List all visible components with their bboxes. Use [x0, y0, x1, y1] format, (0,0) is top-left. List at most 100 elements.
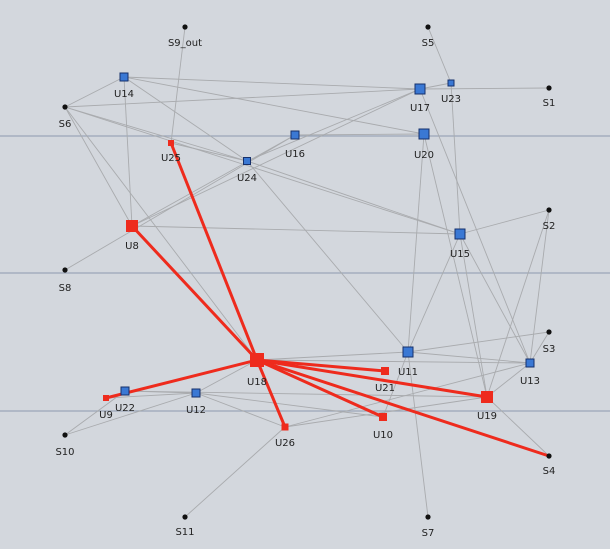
edge-u12-u18 — [195, 359, 258, 394]
node-label-u10: U10 — [373, 430, 393, 441]
edge-u13-u26 — [284, 362, 531, 428]
node-s8[interactable] — [62, 267, 68, 273]
node-s10[interactable] — [62, 432, 68, 438]
edge-u12-s10 — [64, 392, 197, 436]
node-label-s10: S10 — [55, 447, 74, 458]
node-s11[interactable] — [182, 514, 188, 520]
node-label-u20: U20 — [414, 150, 434, 161]
node-label-u16: U16 — [285, 149, 305, 160]
edge-u15-u11 — [407, 233, 461, 353]
edge-u15-u19 — [459, 233, 488, 398]
node-u9[interactable] — [103, 395, 109, 401]
node-label-u9: U9 — [99, 410, 113, 421]
node-label-s2: S2 — [543, 221, 556, 232]
edge-u16-u20 — [294, 133, 425, 136]
node-s6[interactable] — [62, 104, 68, 110]
node-label-s1: S1 — [543, 98, 556, 109]
node-label-u17: U17 — [410, 103, 430, 114]
edge-u12-u10 — [195, 392, 384, 418]
node-u10[interactable] — [379, 413, 387, 421]
edge-u11-u18 — [256, 351, 409, 361]
highlight-edge-u18-u26 — [255, 358, 287, 429]
node-u11[interactable] — [402, 346, 414, 358]
node-u24[interactable] — [243, 157, 251, 165]
edge-s6-u17 — [64, 88, 421, 108]
edge-u26-u19 — [284, 396, 488, 428]
node-label-s11: S11 — [175, 527, 194, 538]
node-u8[interactable] — [126, 220, 138, 232]
node-label-s9_out: S9_out — [168, 38, 202, 49]
node-label-u18: U18 — [247, 377, 267, 388]
node-s2[interactable] — [546, 207, 552, 213]
node-u15[interactable] — [454, 228, 466, 240]
highlight-edge-layer — [104, 141, 551, 458]
edge-s5-u23 — [427, 26, 452, 84]
edge-u14-u24 — [123, 76, 248, 162]
edge-s3-u11 — [407, 331, 550, 353]
node-layer — [62, 24, 552, 520]
edge-u17-u24 — [246, 88, 421, 162]
node-u13[interactable] — [525, 358, 535, 368]
edge-u26-s11 — [184, 426, 286, 518]
node-u20[interactable] — [418, 128, 430, 140]
node-s4[interactable] — [546, 453, 552, 459]
node-label-s7: S7 — [422, 528, 435, 539]
node-label-u26: U26 — [275, 438, 295, 449]
node-label-u11: U11 — [398, 367, 418, 378]
edge-u11-u13 — [407, 351, 531, 364]
edge-s2-u13 — [529, 209, 550, 364]
edge-u19-s4 — [486, 396, 550, 457]
edge-u14-u8 — [123, 76, 133, 227]
node-label-u22: U22 — [115, 403, 135, 414]
node-label-s8: S8 — [59, 283, 72, 294]
node-s5[interactable] — [425, 24, 431, 30]
node-u26[interactable] — [281, 423, 289, 431]
node-u18[interactable] — [250, 353, 264, 367]
node-u12[interactable] — [191, 388, 201, 398]
node-u16[interactable] — [290, 130, 300, 140]
node-label-u21: U21 — [375, 383, 395, 394]
edge-u17-u8 — [131, 88, 421, 227]
edge-u8-u15 — [131, 225, 461, 235]
edge-u14-s6 — [64, 76, 125, 108]
edge-u16-u8 — [131, 134, 296, 227]
edge-s6-u18 — [64, 106, 258, 361]
edge-u18-u13 — [256, 359, 531, 364]
edge-s2-u19 — [486, 209, 550, 398]
node-u21[interactable] — [381, 367, 389, 375]
node-s7[interactable] — [425, 514, 431, 520]
node-label-s4: S4 — [543, 466, 556, 477]
node-u22[interactable] — [120, 386, 130, 396]
edge-u12-u26 — [195, 392, 286, 428]
edge-u13-u19 — [486, 362, 531, 398]
node-label-u23: U23 — [441, 94, 461, 105]
node-u14[interactable] — [119, 72, 129, 82]
node-label-u14: U14 — [114, 89, 134, 100]
edge-u17-u13 — [419, 88, 531, 364]
edge-u15-s2 — [459, 209, 550, 235]
node-label-s3: S3 — [543, 344, 556, 355]
edge-u16-s8 — [64, 134, 296, 271]
node-s9_out[interactable] — [182, 24, 188, 30]
highlight-edge-u18-u19 — [255, 358, 489, 399]
edge-u20-u19 — [423, 133, 488, 398]
edge-u11-u10 — [382, 351, 409, 418]
node-label-u15: U15 — [450, 249, 470, 260]
node-s1[interactable] — [546, 85, 552, 91]
edge-u24-u11 — [246, 160, 409, 353]
edge-u11-s7 — [407, 351, 429, 518]
node-u23[interactable] — [447, 79, 455, 87]
node-u19[interactable] — [481, 391, 493, 403]
node-s3[interactable] — [546, 329, 552, 335]
node-u25[interactable] — [168, 140, 174, 146]
node-u17[interactable] — [414, 83, 426, 95]
edge-u9-u12 — [105, 392, 197, 399]
edge-u14-u17 — [123, 76, 421, 90]
edge-u22-s10 — [64, 390, 126, 436]
edge-s9_out-u25 — [170, 26, 186, 144]
edge-u25-u24 — [170, 142, 248, 162]
edge-u20-u11 — [407, 133, 425, 353]
highlight-edge-u18-u21 — [255, 358, 387, 373]
